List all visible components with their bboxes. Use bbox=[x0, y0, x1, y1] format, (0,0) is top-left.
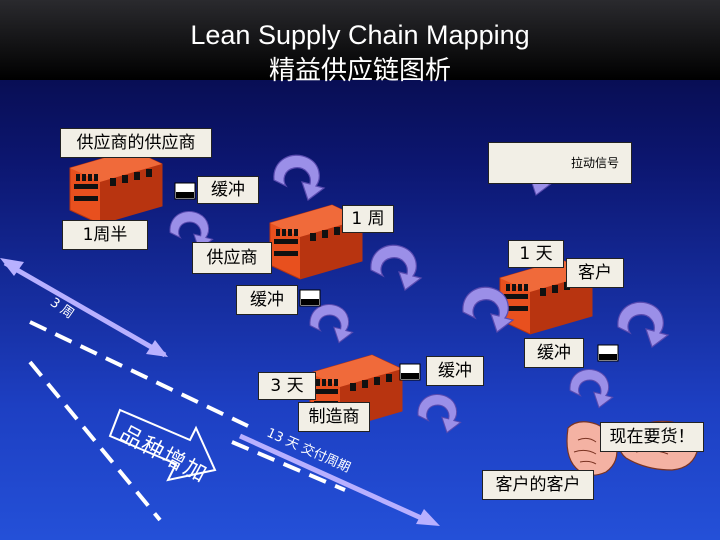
factory-supplier-of-supplier bbox=[69, 149, 163, 225]
title-chinese: 精益供应链图析 bbox=[268, 56, 451, 86]
three-day-label: 3 天 bbox=[258, 372, 316, 400]
kanban-card-3 bbox=[399, 363, 421, 381]
leadtime-arrow-lower bbox=[238, 433, 440, 526]
pull-arrow-5 bbox=[462, 286, 515, 333]
factory-supplier bbox=[269, 204, 363, 280]
pull-arrow-7 bbox=[417, 393, 462, 434]
pull-arrow-4 bbox=[309, 303, 354, 344]
pull-arrow-2 bbox=[169, 210, 214, 251]
title-english: Lean Supply Chain Mapping bbox=[190, 20, 530, 50]
pull-arrow-6 bbox=[617, 301, 670, 348]
pull-signal-label: 拉动信号 bbox=[570, 156, 619, 170]
order-now-label: 现在要货！ bbox=[600, 422, 704, 452]
one-week-label: 1 周 bbox=[342, 205, 394, 233]
pull-arrow-8 bbox=[569, 368, 614, 409]
buffer-label-1: 缓冲 bbox=[197, 176, 259, 204]
kanban-card-1 bbox=[174, 182, 196, 200]
manufacturer-label: 制造商 bbox=[298, 402, 370, 432]
one-and-half-week-label: 1周半 bbox=[62, 220, 148, 250]
kanban-card-2 bbox=[299, 289, 321, 307]
buffer-label-4: 缓冲 bbox=[524, 338, 584, 368]
pull-arrow-3 bbox=[370, 244, 423, 291]
one-day-label: 1 天 bbox=[508, 240, 564, 268]
supplier-of-supplier-label: 供应商的供应商 bbox=[60, 128, 212, 158]
customer-of-customer-label: 客户的客户 bbox=[482, 470, 594, 500]
buffer-label-2: 缓冲 bbox=[236, 285, 298, 315]
pull-arrow-1 bbox=[273, 154, 326, 201]
pull-signal-legend-box: 拉动信号 bbox=[488, 142, 632, 184]
leadtime-arrow-upper bbox=[0, 258, 168, 358]
product-variety-arrow bbox=[108, 408, 217, 482]
title-bar: Lean Supply Chain Mapping 精益供应链图析 bbox=[0, 0, 720, 86]
dashed-divider-lines bbox=[28, 320, 346, 522]
kanban-card-4 bbox=[597, 344, 619, 362]
supplier-label: 供应商 bbox=[192, 242, 272, 274]
customer-label: 客户 bbox=[566, 258, 624, 288]
buffer-label-3: 缓冲 bbox=[426, 356, 484, 386]
